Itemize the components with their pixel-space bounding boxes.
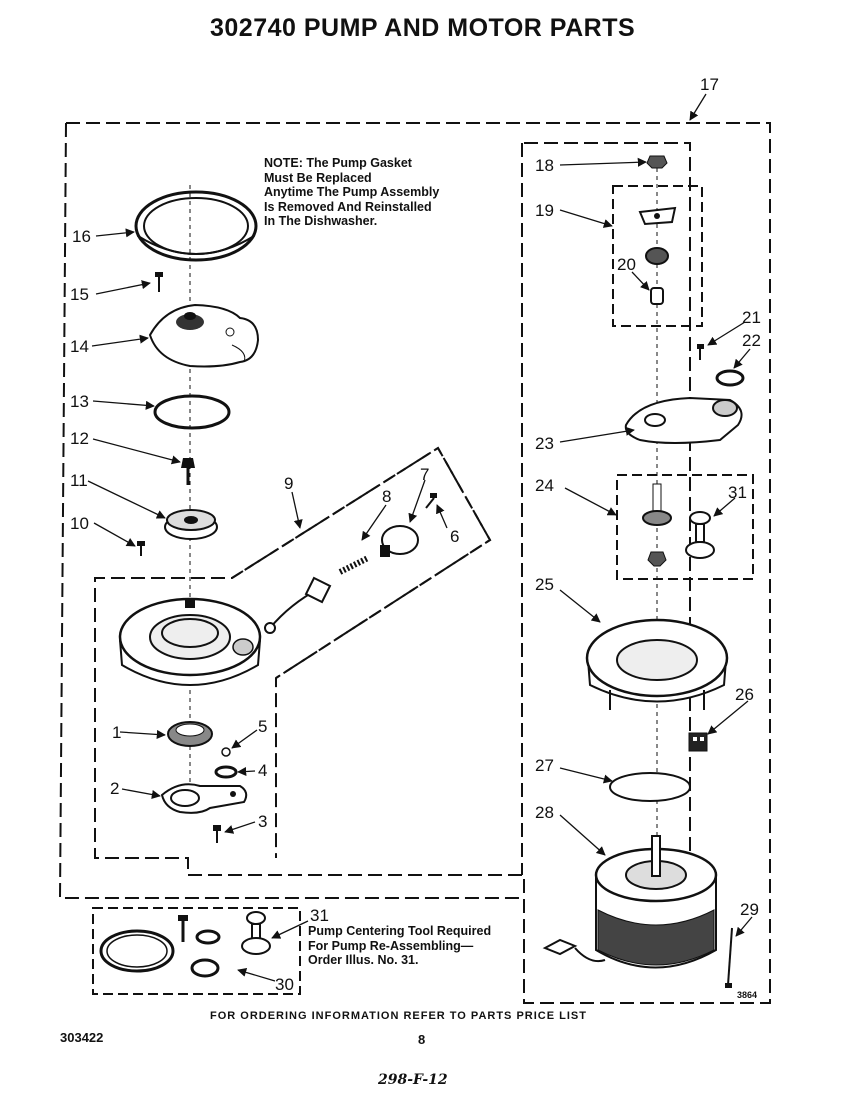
document-number: 303422 bbox=[60, 1030, 104, 1045]
box-9 bbox=[231, 446, 492, 679]
page-title: 302740 PUMP AND MOTOR PARTS bbox=[210, 14, 636, 42]
callout-8: 8 bbox=[382, 487, 392, 506]
callout-15: 15 bbox=[70, 285, 89, 304]
tool-note-line: For Pump Re-Assembling— bbox=[308, 938, 474, 953]
box-24 bbox=[616, 474, 754, 580]
callout-25: 25 bbox=[535, 575, 554, 594]
callout-29: 29 bbox=[740, 900, 759, 919]
part-24-seal-assembly bbox=[642, 483, 672, 567]
figure-code: 3864 bbox=[737, 990, 758, 1000]
part-21-screw bbox=[697, 344, 704, 360]
callout-12: 12 bbox=[70, 429, 89, 448]
callout-21: 21 bbox=[742, 308, 761, 327]
callout-31: 31 bbox=[728, 483, 747, 502]
callout-26: 26 bbox=[735, 685, 754, 704]
callout-31-kit: 31 bbox=[310, 906, 329, 925]
note-line: Anytime The Pump Assembly bbox=[264, 185, 440, 199]
callout-1: 1 bbox=[112, 723, 122, 742]
box-19 bbox=[612, 185, 703, 327]
part-29-bolt bbox=[725, 927, 733, 988]
callout-22: 22 bbox=[742, 331, 761, 350]
part-10-screw bbox=[137, 541, 145, 556]
part-28-motor bbox=[542, 835, 718, 969]
part-2-pump-base bbox=[160, 783, 248, 814]
note-line: NOTE: The Pump Gasket bbox=[264, 156, 412, 170]
part-11-impeller bbox=[164, 509, 218, 540]
callout-20: 20 bbox=[617, 255, 636, 274]
callout-24: 24 bbox=[535, 476, 554, 495]
tool-note-line: Pump Centering Tool Required bbox=[308, 924, 492, 938]
page-number: 8 bbox=[418, 1032, 426, 1047]
tool-note-line: Order Illus. No. 31. bbox=[308, 953, 419, 967]
part-9-valve-assembly bbox=[264, 555, 370, 634]
callout-2: 2 bbox=[110, 779, 120, 798]
part-1-filter bbox=[167, 721, 213, 747]
part-7-cap bbox=[380, 525, 419, 557]
callout-17: 17 bbox=[700, 75, 719, 94]
part-20-coupling-parts bbox=[645, 247, 669, 305]
part-25-motor-mount bbox=[585, 618, 729, 710]
callout-19: 19 bbox=[535, 201, 554, 220]
pump-housing bbox=[118, 597, 262, 686]
part-5-ball bbox=[221, 747, 231, 757]
handwritten-note: 298-F-12 bbox=[378, 1072, 448, 1088]
callout-18: 18 bbox=[535, 156, 554, 175]
part-13-o-ring bbox=[153, 394, 231, 430]
callout-13: 13 bbox=[70, 392, 89, 411]
part-4-ring bbox=[214, 765, 238, 779]
gasket-note: NOTE: The Pump Gasket Must Be Replaced A… bbox=[264, 156, 439, 229]
callout-9: 9 bbox=[284, 474, 294, 493]
part-23-bearing-plate bbox=[624, 396, 743, 444]
part-22-grommet bbox=[715, 369, 745, 387]
callout-10: 10 bbox=[70, 514, 89, 533]
callout-4: 4 bbox=[258, 761, 268, 780]
callout-7: 7 bbox=[420, 465, 430, 484]
part-30-gasket-kit bbox=[99, 911, 271, 978]
part-15-screw bbox=[155, 272, 163, 292]
callout-14: 14 bbox=[70, 337, 89, 356]
part-12-screw bbox=[181, 458, 195, 485]
callout-11: 11 bbox=[70, 471, 88, 490]
callout-30: 30 bbox=[275, 975, 294, 994]
note-line: Must Be Replaced bbox=[264, 170, 372, 185]
ordering-footer: FOR ORDERING INFORMATION REFER TO PARTS … bbox=[210, 1010, 587, 1022]
part-3-screw bbox=[213, 825, 221, 843]
part-18-nut bbox=[646, 155, 668, 169]
part-16-pump-gasket bbox=[134, 190, 258, 262]
callout-3: 3 bbox=[258, 812, 268, 831]
callout-23: 23 bbox=[535, 434, 554, 453]
callout-27: 27 bbox=[535, 756, 554, 775]
part-19-shaft-coupling bbox=[638, 206, 677, 226]
note-line: Is Removed And Reinstalled bbox=[264, 199, 432, 214]
centering-tool-note: Pump Centering Tool Required For Pump Re… bbox=[308, 924, 491, 968]
part-27-slinger bbox=[609, 772, 691, 802]
part-31-centering-tool bbox=[685, 511, 715, 559]
part-26-clip bbox=[688, 732, 708, 752]
callout-28: 28 bbox=[535, 803, 554, 822]
part-14-pump-cover bbox=[148, 303, 260, 368]
callout-6: 6 bbox=[450, 527, 460, 546]
part-6-screw bbox=[425, 493, 437, 509]
note-line: In The Dishwasher. bbox=[264, 214, 378, 228]
callout-5: 5 bbox=[258, 717, 268, 736]
callout-16: 16 bbox=[72, 227, 91, 246]
box-30 bbox=[92, 907, 301, 995]
leader-lines bbox=[87, 93, 753, 982]
